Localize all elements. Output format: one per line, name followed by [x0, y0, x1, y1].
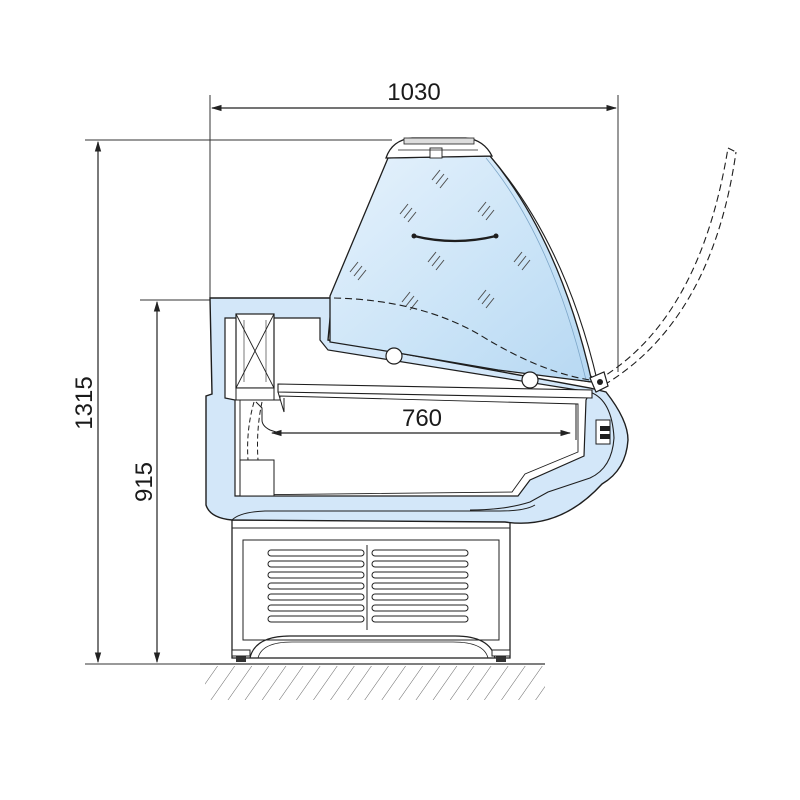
evaporator-unit [235, 313, 275, 401]
counter-height-label: 915 [131, 462, 158, 502]
shelf-depth-label: 760 [402, 405, 442, 432]
lamp-canopy [385, 137, 494, 159]
front-glass [329, 155, 599, 385]
dimension-shelf-depth: 760 [270, 404, 577, 440]
glass-handle [413, 234, 497, 243]
glass-reflections [349, 169, 531, 311]
control-panel [595, 419, 611, 445]
ventilation-grille [267, 549, 469, 623]
total-height-label: 1315 [71, 376, 98, 429]
base-unit [231, 519, 511, 662]
front-hinge [589, 371, 609, 393]
drain-pipe [255, 401, 277, 433]
roller-lower [521, 371, 539, 389]
drain-box [239, 459, 275, 497]
width-label: 1030 [387, 79, 440, 106]
glass-open-arc [597, 147, 737, 386]
display-shelf [277, 383, 593, 413]
floor [200, 663, 545, 700]
dimension-total-height: 1315 [71, 139, 392, 665]
air-curtain-dashed [333, 297, 591, 381]
dimension-counter-height: 915 [131, 299, 210, 664]
roller-upper [385, 347, 403, 365]
dimension-width: 1030 [209, 79, 619, 372]
cabinet-body [205, 297, 629, 524]
